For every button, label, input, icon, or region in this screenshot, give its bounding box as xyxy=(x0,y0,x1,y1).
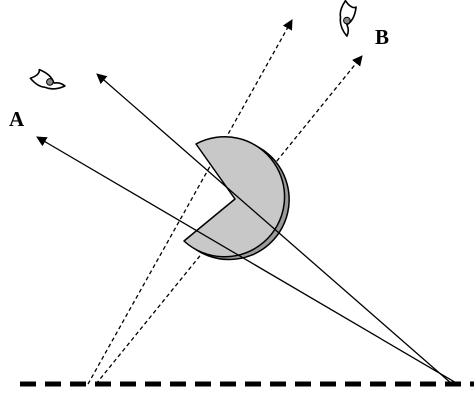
eye-icon xyxy=(339,0,357,37)
eye-icon xyxy=(29,68,66,90)
viewer-a-eye xyxy=(29,68,66,90)
viewer-b-eye xyxy=(339,0,357,37)
viewer-b-label: B xyxy=(375,25,389,49)
pacman-object xyxy=(183,136,286,258)
solid-ray-to-a xyxy=(36,136,459,385)
solid-ray-upper xyxy=(96,73,453,385)
viewer-a-label: A xyxy=(9,107,25,131)
